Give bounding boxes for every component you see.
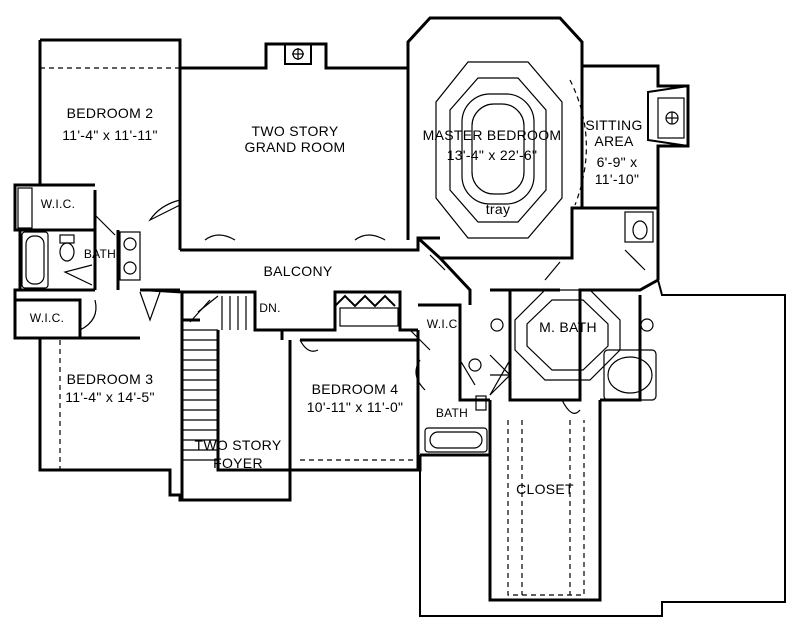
m-bath-label: M. BATH — [539, 319, 597, 335]
master-ceiling: tray — [486, 201, 511, 217]
bedroom3-name: BEDROOM 3 — [67, 371, 154, 387]
sitting-dims1: 6'-9" x — [597, 154, 638, 170]
foyer-line1: TWO STORY — [195, 437, 282, 453]
tray-ceiling — [435, 61, 587, 239]
bath2-label: BATH — [436, 406, 468, 420]
sitting-line2: AREA — [594, 133, 634, 149]
dashed-overhead-lines — [40, 67, 585, 596]
master-dims: 13'-4" x 22'-6" — [447, 147, 538, 163]
door-swing-icon — [63, 199, 646, 414]
room-labels: BEDROOM 2 11'-4" x 11'-11" TWO STORY GRA… — [30, 105, 643, 497]
wic1-label: W.I.C. — [41, 197, 75, 211]
wic2-label: W.I.C. — [30, 311, 64, 325]
wic3-label: W.I.C. — [427, 317, 461, 331]
grand-room-line2: GRAND ROOM — [245, 139, 346, 155]
sitting-line1: SITTING — [585, 117, 642, 133]
closet-label: CLOSET — [516, 481, 574, 497]
bedroom4-dims: 10'-11" x 11'-0" — [307, 399, 404, 415]
bath1-label: BATH — [84, 247, 116, 261]
master-name: MASTER BEDROOM — [423, 127, 562, 143]
sitting-dims2: 11'-10" — [595, 171, 640, 187]
balcony-label: BALCONY — [263, 263, 332, 279]
bedroom2-dims: 11'-4" x 11'-11" — [62, 127, 158, 143]
balcony-planter — [334, 294, 399, 327]
stair-treads — [182, 295, 247, 461]
bedroom3-dims: 11'-4" x 14'-5" — [65, 389, 155, 405]
stairs-down-label: DN. — [259, 301, 281, 315]
fireplace-icon — [284, 43, 689, 148]
grand-room-line1: TWO STORY — [252, 123, 339, 139]
foyer-line2: FOYER — [213, 455, 263, 471]
bedroom2-name: BEDROOM 2 — [67, 105, 154, 121]
bedroom4-name: BEDROOM 4 — [312, 381, 399, 397]
plumbing-fixture-icon — [17, 187, 657, 453]
m-bath-shower — [514, 289, 621, 381]
